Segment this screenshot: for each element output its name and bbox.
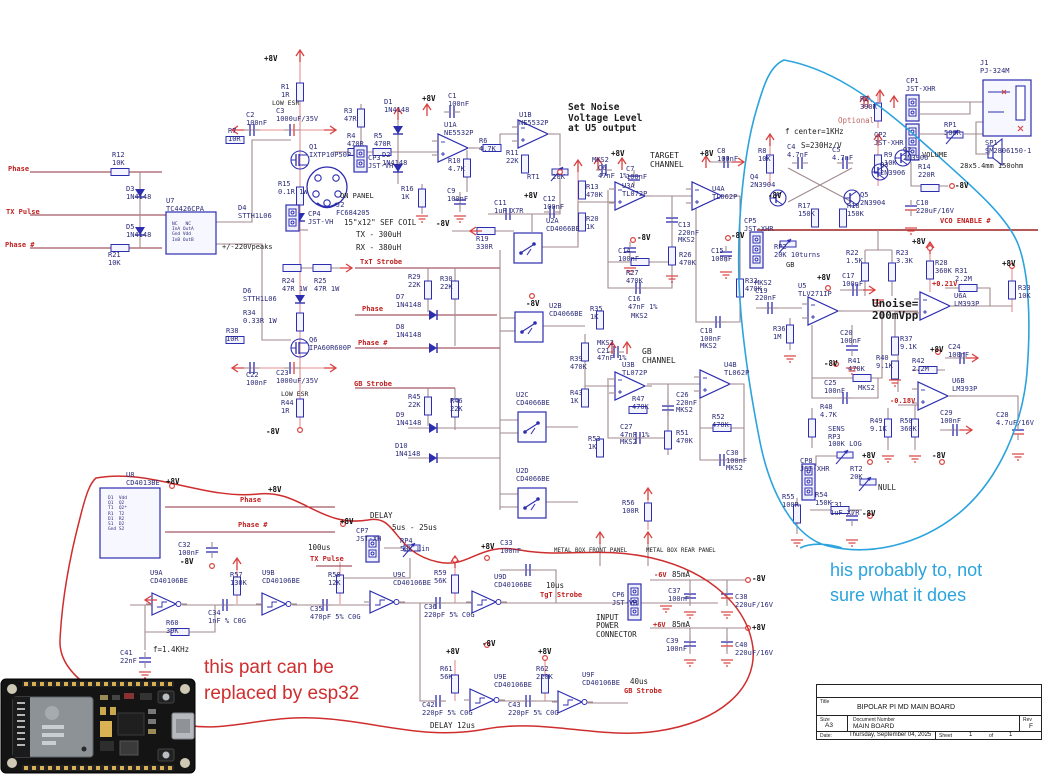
title-value: BIPOLAR PI MD MAIN BOARD (857, 704, 956, 711)
title-block: Title BIPOLAR PI MD MAIN BOARD Size A3 D… (816, 684, 1042, 740)
doc-label: Document Number (853, 717, 895, 723)
rev-value: F (1029, 723, 1033, 730)
blue-freehand-loop (737, 59, 1030, 551)
size-label: Size (820, 717, 830, 723)
size-value: A3 (825, 722, 833, 729)
sheet-label: Sheet (939, 733, 953, 739)
esp32-board-photo (0, 673, 197, 775)
sheet-of-label: of (989, 733, 994, 739)
doc-value: MAIN BOARD (853, 723, 895, 730)
annotation-red-note: this part can be replaced by esp32 (204, 657, 360, 704)
date-label: Date: (820, 733, 832, 739)
date-value: Thursday, September 04, 2025 (849, 732, 932, 738)
rev-label: Rev (1023, 717, 1032, 723)
sheet-value: 1 (969, 732, 973, 738)
sheet-of-value: 1 (1009, 732, 1013, 738)
title-label: Title (820, 699, 830, 705)
pin-header-pads (24, 682, 172, 770)
esp32-smd-parts (100, 693, 156, 756)
esp32-board-art (0, 678, 196, 774)
annotation-blue-note: his probably to, not sure what it does (830, 560, 983, 605)
